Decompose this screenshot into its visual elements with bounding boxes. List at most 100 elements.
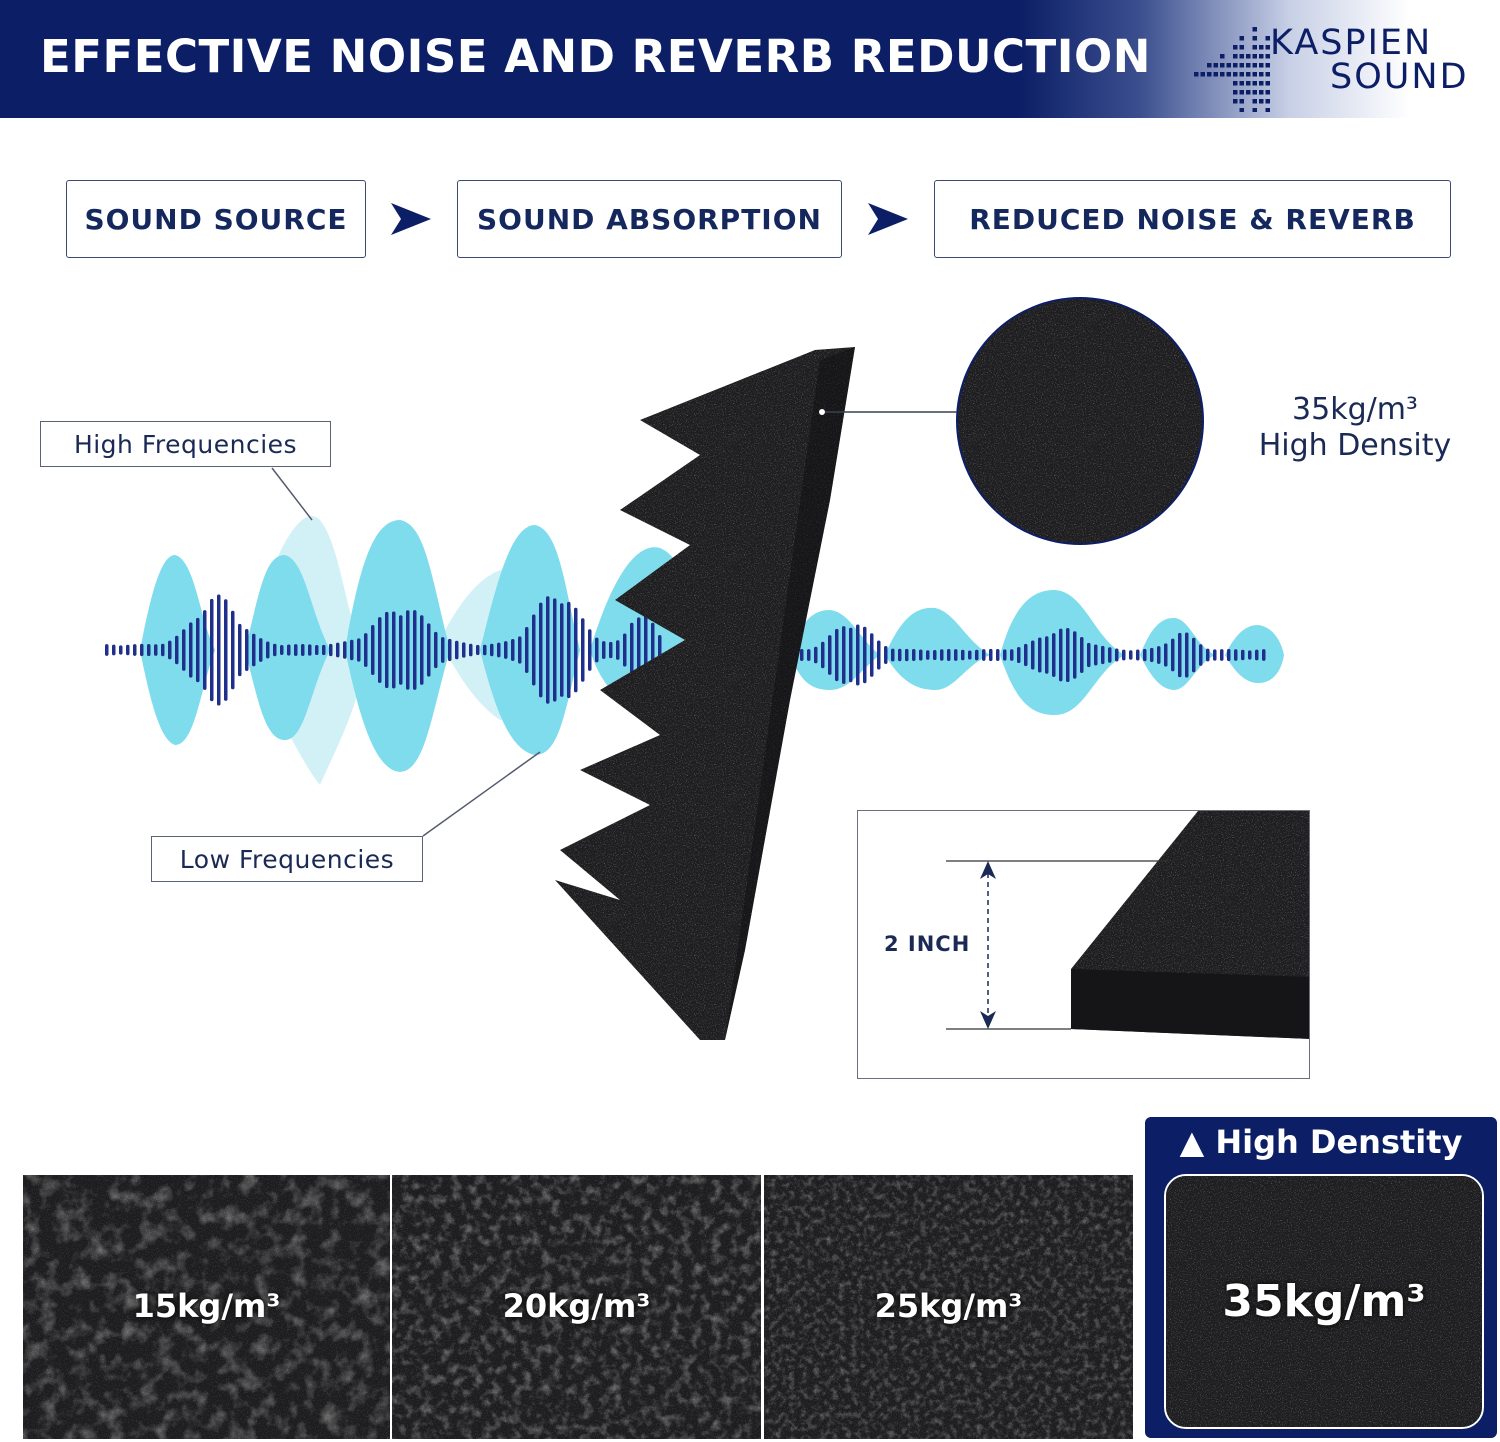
waveform-bar bbox=[1010, 649, 1014, 661]
equalizer-dot bbox=[1265, 45, 1270, 50]
waveform-bar bbox=[161, 643, 165, 657]
waveform-bar bbox=[898, 648, 902, 662]
waveform-bar bbox=[996, 649, 1000, 661]
brand-logo: KASPIEN SOUND bbox=[1192, 20, 1497, 112]
waveform-bar bbox=[870, 633, 874, 677]
waveform-bar bbox=[1038, 637, 1042, 673]
equalizer-dot bbox=[1252, 63, 1257, 68]
brand-name-line1: KASPIEN bbox=[1270, 23, 1433, 63]
equalizer-dot bbox=[1252, 45, 1257, 50]
equalizer-dot bbox=[1252, 54, 1257, 59]
equalizer-dot bbox=[1233, 63, 1238, 68]
waveform-bar bbox=[1094, 644, 1098, 666]
waveform-bar bbox=[877, 640, 881, 670]
equalizer-dot bbox=[1252, 90, 1257, 95]
waveform-bar bbox=[1199, 644, 1203, 666]
waveform-bar bbox=[238, 623, 242, 677]
waveform-bar bbox=[462, 642, 466, 658]
equalizer-dot bbox=[1265, 63, 1270, 68]
low-frequencies-label: Low Frequencies bbox=[151, 836, 423, 882]
waveform-bar bbox=[891, 648, 895, 662]
waveform-bar bbox=[1087, 642, 1091, 668]
waveform-bar bbox=[203, 610, 207, 690]
waveform-bar bbox=[1171, 638, 1175, 672]
waveform-bar bbox=[989, 648, 993, 662]
waveform-bar bbox=[553, 598, 557, 702]
waveform-bar bbox=[954, 649, 958, 661]
equalizer-dot bbox=[1194, 72, 1199, 77]
waveform-bar bbox=[420, 615, 424, 685]
step-sound-source: SOUND SOURCE bbox=[66, 180, 366, 258]
waveform-bar bbox=[427, 623, 431, 677]
waveform-bar bbox=[511, 639, 515, 661]
header-banner: EFFECTIVE NOISE AND REVERB REDUCTION KAS… bbox=[0, 0, 1500, 118]
waveform-bar bbox=[926, 650, 930, 660]
high-density-title: ▲ High Denstity bbox=[1179, 1123, 1463, 1161]
waveform-bar bbox=[1031, 640, 1035, 670]
waveform-bar bbox=[602, 641, 606, 659]
high-density-highlight: ▲ High Denstity 35kg/m³ bbox=[1145, 1117, 1497, 1438]
waveform-bar bbox=[849, 627, 853, 683]
waveform-bar bbox=[961, 649, 965, 661]
waveform-bar bbox=[595, 637, 599, 663]
waveform-bar bbox=[1192, 637, 1196, 673]
waveform-bar bbox=[518, 636, 522, 664]
waveform-bar bbox=[329, 643, 333, 657]
equalizer-dot bbox=[1252, 108, 1257, 112]
waveform-bar bbox=[112, 644, 116, 656]
arrow-up-icon bbox=[980, 861, 996, 879]
waveform-bar bbox=[539, 602, 543, 698]
equalizer-dot bbox=[1200, 72, 1205, 77]
waveform-bar bbox=[189, 622, 193, 678]
waveform-bar bbox=[434, 631, 438, 669]
waveform-bar bbox=[968, 650, 972, 660]
waveform-bar bbox=[637, 617, 641, 683]
waveform-bar bbox=[581, 618, 585, 682]
waveform-bar bbox=[322, 644, 326, 656]
density-closeup bbox=[819, 297, 1204, 545]
equalizer-dot bbox=[1233, 99, 1238, 104]
waveform-bar bbox=[371, 625, 375, 675]
high-frequencies-label: High Frequencies bbox=[40, 421, 331, 467]
waveform-bar bbox=[301, 643, 305, 657]
equalizer-dot bbox=[1265, 99, 1270, 104]
equalizer-dot bbox=[1265, 72, 1270, 77]
step-reduced-noise: REDUCED NOISE & REVERB bbox=[934, 180, 1451, 258]
waveform-bar bbox=[1241, 649, 1245, 661]
equalizer-dot bbox=[1265, 81, 1270, 86]
waveform-bar bbox=[609, 641, 613, 659]
waveform-bar bbox=[266, 641, 270, 659]
waveform-bar bbox=[413, 610, 417, 690]
swatch-label-15: 15kg/m³ bbox=[132, 1287, 281, 1325]
waveform-bar bbox=[1115, 648, 1119, 662]
waveform-bar bbox=[1122, 649, 1126, 661]
equalizer-dot bbox=[1239, 36, 1244, 41]
waveform-bar bbox=[182, 629, 186, 671]
equalizer-dot bbox=[1233, 90, 1238, 95]
equalizer-dot bbox=[1265, 90, 1270, 95]
waveform-bar bbox=[1108, 647, 1112, 663]
equalizer-dot bbox=[1265, 54, 1270, 59]
waveform-bar bbox=[1213, 649, 1217, 661]
equalizer-icon bbox=[1194, 27, 1270, 112]
waveform-bar bbox=[630, 622, 634, 678]
waveform-bar bbox=[133, 644, 137, 656]
equalizer-dot bbox=[1246, 81, 1251, 86]
waveform-bar bbox=[856, 624, 860, 686]
equalizer-dot bbox=[1246, 54, 1251, 59]
waveform-bar bbox=[1101, 645, 1105, 665]
equalizer-dot bbox=[1239, 54, 1244, 59]
swatch-25: 25kg/m³ bbox=[764, 1175, 1133, 1439]
equalizer-dot bbox=[1259, 63, 1264, 68]
waveform-bar bbox=[567, 601, 571, 699]
waveform-bar bbox=[504, 641, 508, 659]
waveform-bar bbox=[168, 640, 172, 660]
arrow-right-icon bbox=[391, 203, 431, 235]
thickness-drawing bbox=[946, 811, 1309, 1039]
waveform-bar bbox=[294, 644, 298, 656]
equalizer-dot bbox=[1220, 63, 1225, 68]
waveform-bar bbox=[807, 649, 811, 661]
equalizer-dot bbox=[1265, 36, 1270, 41]
waveform-bar bbox=[308, 644, 312, 656]
waveform-bar bbox=[441, 637, 445, 663]
